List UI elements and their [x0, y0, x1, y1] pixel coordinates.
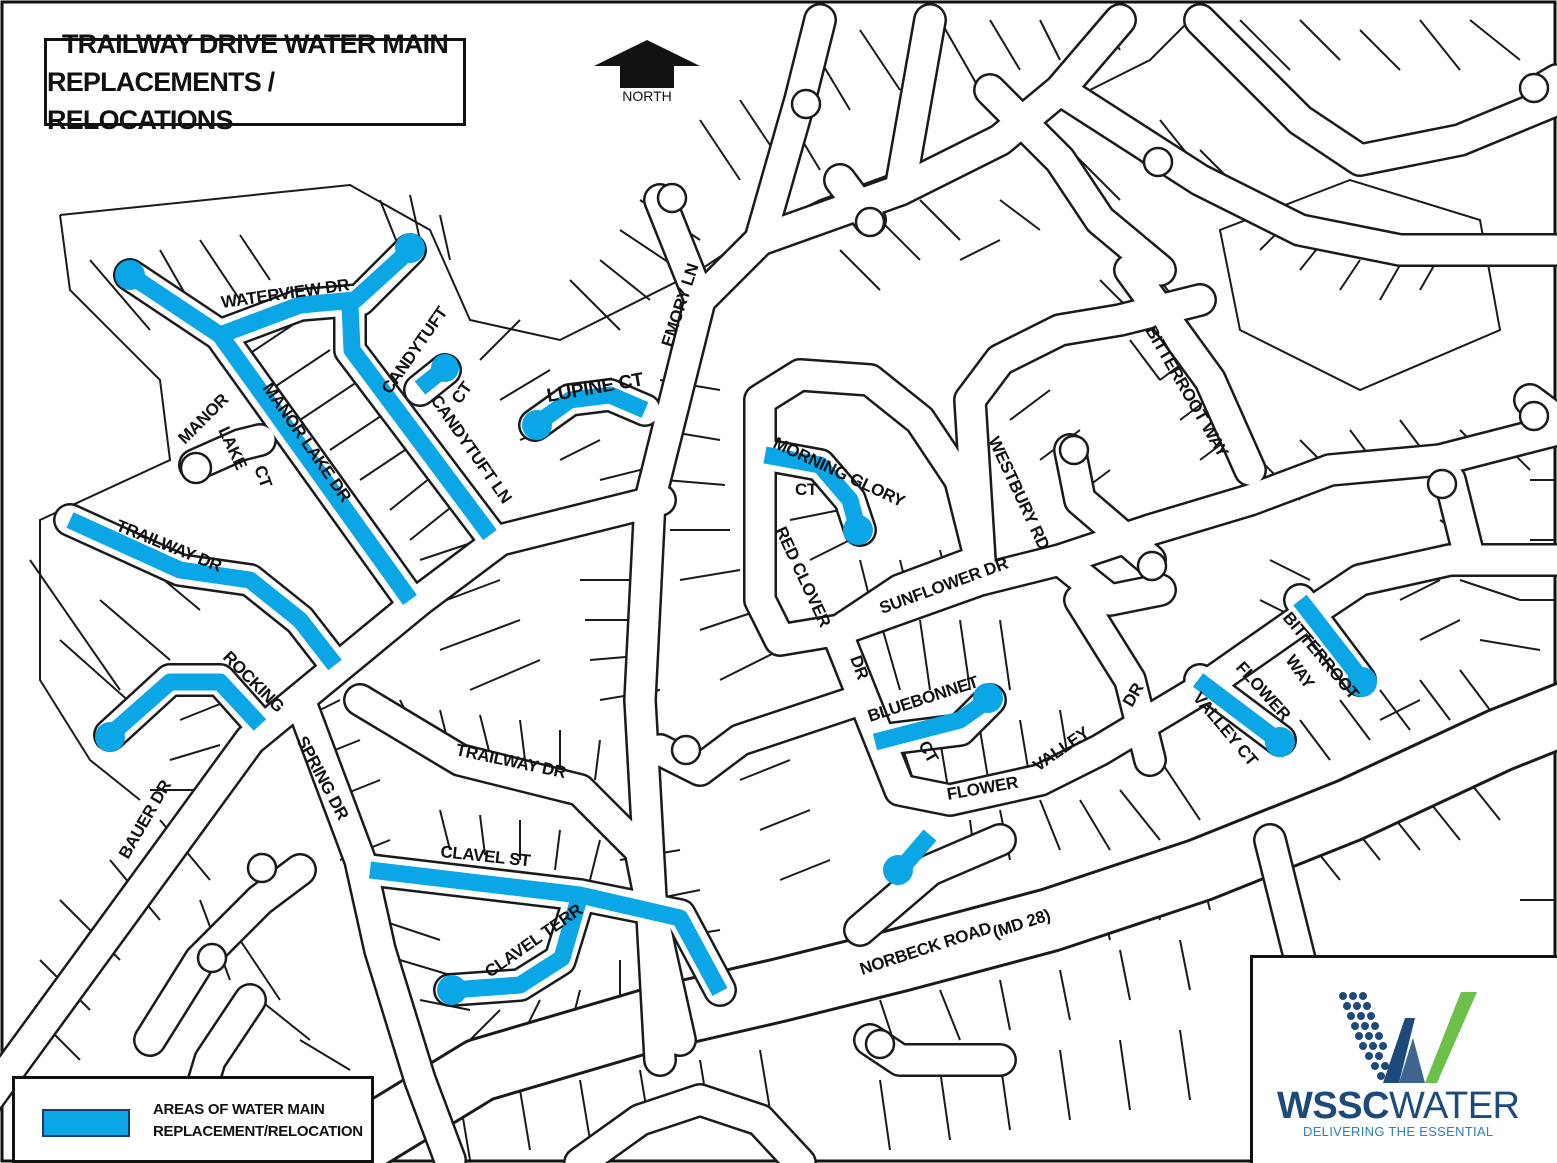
- north-arrow-icon: [594, 40, 700, 88]
- north-label: NORTH: [622, 88, 672, 104]
- label-morning-glory-ct: CT: [795, 480, 818, 499]
- legend-line1: AREAS OF WATER MAIN: [153, 1101, 325, 1118]
- water-main-replacements: [66, 233, 1377, 1005]
- legend-line2: REPLACEMENT/RELOCATION: [153, 1123, 363, 1140]
- wssc-wordmark: WSSCWATER: [1277, 1085, 1520, 1127]
- legend-swatch: [42, 1109, 130, 1137]
- wssc-tagline: DELIVERING THE ESSENTIAL: [1303, 1124, 1494, 1139]
- map-title: TRAILWAY DRIVE WATER MAIN REPLACEMENTS /…: [44, 29, 466, 135]
- map-title-line1: TRAILWAY DRIVE WATER MAIN: [61, 29, 449, 59]
- wssc-w-logo-icon: [1339, 992, 1477, 1083]
- legend: AREAS OF WATER MAIN REPLACEMENT/RELOCATI…: [12, 1076, 374, 1163]
- map-title-line2: REPLACEMENTS / RELOCATIONS: [47, 67, 275, 135]
- wssc-logo: WSSCWATER DELIVERING THE ESSENTIAL: [1250, 955, 1557, 1163]
